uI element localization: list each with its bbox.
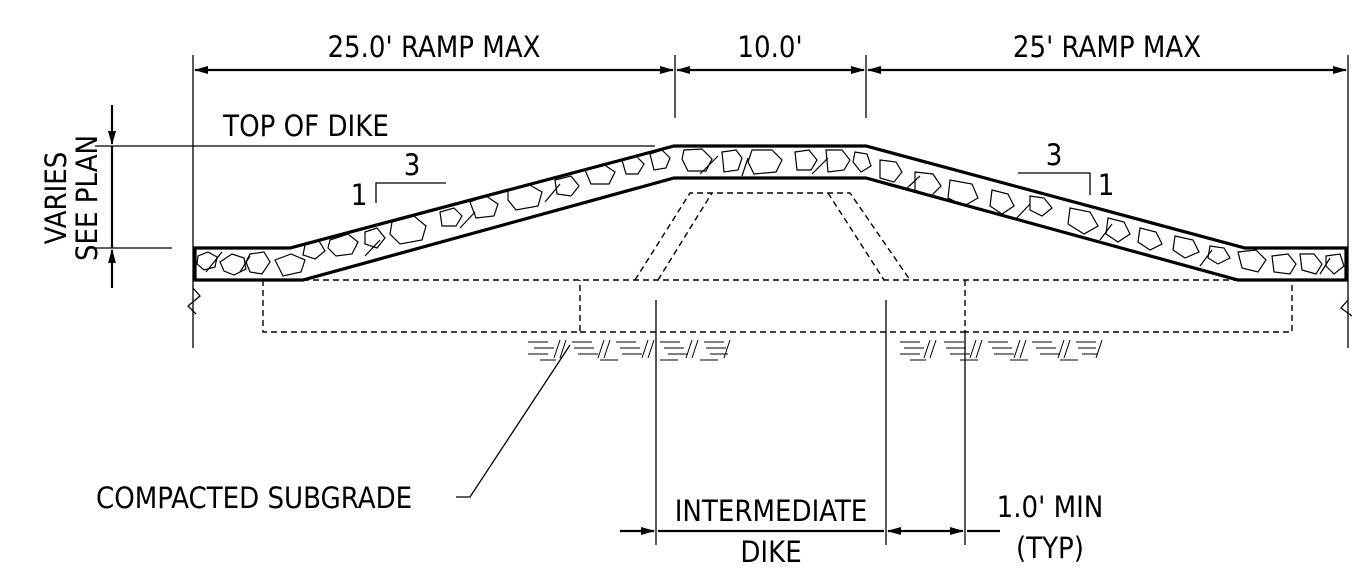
min-label-line1: 1.0' MIN <box>997 490 1104 524</box>
slope-left-rise: 1 <box>351 178 368 212</box>
slope-right-rise: 1 <box>1098 168 1115 202</box>
rock-layer-outline <box>193 144 1348 282</box>
compacted-subgrade-label: COMPACTED SUBGRADE <box>96 481 412 515</box>
varies-label-line2: SEE PLAN <box>70 135 104 261</box>
intermediate-label-line1: INTERMEDIATE <box>675 494 868 528</box>
min-label-line2: (TYP) <box>1016 531 1084 565</box>
ramp-right-label: 25' RAMP MAX <box>1013 30 1201 64</box>
top-width-label: 10.0' <box>737 30 802 64</box>
break-marks <box>187 287 1352 317</box>
varies-label-line1: VARIES <box>39 152 73 245</box>
height-dimension: TOP OF DIKE VARIES SEE PLAN <box>39 105 655 288</box>
bottom-dimension: INTERMEDIATE DIKE 1.0' MIN (TYP) <box>620 300 1103 569</box>
break-mark-left <box>187 287 201 315</box>
subgrade-leader <box>456 344 571 498</box>
intermediate-dike-inner-right <box>827 192 885 281</box>
base-left <box>262 280 581 333</box>
rock-surfacing <box>193 144 1348 282</box>
slope-left-run: 3 <box>404 148 421 182</box>
rock-pattern <box>196 148 1345 277</box>
base-right <box>964 280 1293 333</box>
break-mark-right <box>1340 299 1352 317</box>
subgrade-hatch-right <box>900 339 1103 361</box>
intermediate-dike-inner-left <box>657 192 713 281</box>
top-of-dike-label: TOP OF DIKE <box>222 109 389 143</box>
intermediate-label-line2: DIKE <box>740 535 801 569</box>
ramp-left-label: 25.0' RAMP MAX <box>327 30 540 64</box>
intermediate-dike-outline <box>193 192 1348 333</box>
slope-indicator-right: 3 1 <box>1018 138 1114 202</box>
compacted-subgrade-callout: COMPACTED SUBGRADE <box>96 344 571 515</box>
intermediate-dike-outer <box>634 192 911 281</box>
slope-indicator-left: 3 1 <box>351 148 446 212</box>
subgrade-hatch-left <box>528 339 731 361</box>
slope-triangle-right <box>1018 172 1091 195</box>
slope-right-run: 3 <box>1046 138 1063 172</box>
slope-triangle-left <box>375 182 446 203</box>
top-dimension: 25.0' RAMP MAX 10.0' 25' RAMP MAX <box>192 30 1349 348</box>
